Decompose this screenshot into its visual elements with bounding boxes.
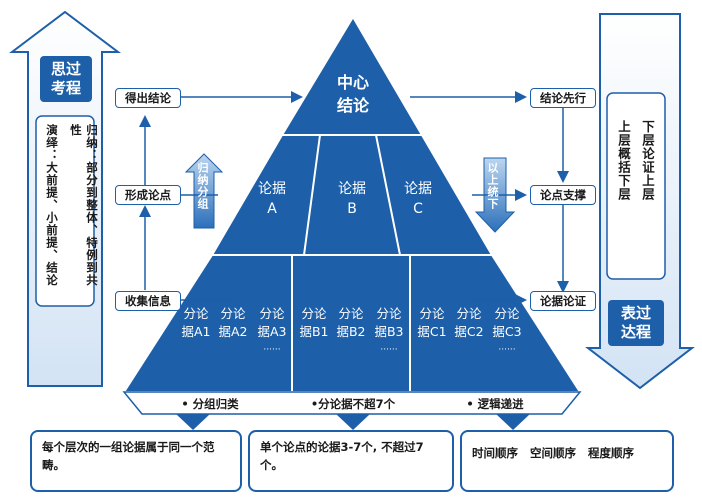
svg-text:据B2: 据B2 (336, 324, 365, 339)
arg-a-line2: A (267, 201, 277, 217)
svg-text:分论: 分论 (494, 306, 520, 321)
svg-text:分论: 分论 (301, 306, 327, 321)
svg-text:据C2: 据C2 (454, 324, 483, 339)
thinking-process-title: 思过考程 (40, 56, 92, 102)
svg-text:分论: 分论 (419, 306, 445, 321)
top-line2: 结论 (336, 96, 370, 115)
svg-text:据C1: 据C1 (417, 324, 446, 339)
lower-proves-upper-text: 下层论证上层 (640, 120, 655, 201)
bottom-box-count: 单个论点的论据3-7个, 不超过7个。 (248, 430, 454, 492)
svg-text:据B3: 据B3 (374, 324, 403, 339)
inner-down-label: 以上统下 (486, 162, 499, 210)
induction-text: 归纳：部分到整体、特例到共性 (69, 124, 99, 287)
svg-text:据A2: 据A2 (218, 324, 247, 339)
principle-3: • 逻辑递进 (466, 397, 524, 411)
inner-up-arrow (184, 153, 224, 229)
svg-text:分论: 分论 (259, 306, 285, 321)
step-draw-conclusion: 得出结论 (115, 88, 181, 108)
svg-text:······: ······ (263, 345, 280, 355)
step-form-argument: 形成论点 (115, 185, 181, 205)
bottom-box-category: 每个层次的一组论据属于同一个范畴。 (30, 430, 242, 492)
principle-1: • 分组归类 (181, 397, 239, 411)
top-line1: 中心 (337, 73, 369, 92)
arg-b-line1: 论据 (338, 181, 366, 197)
step-conclusion-first: 结论先行 (530, 88, 596, 108)
svg-text:······: ······ (380, 345, 397, 355)
svg-text:······: ······ (498, 345, 515, 355)
principles-strip (122, 391, 582, 415)
step-collect-info: 收集信息 (115, 291, 181, 311)
svg-text:据A3: 据A3 (257, 324, 286, 339)
svg-text:分论: 分论 (220, 306, 246, 321)
step-argument-support: 论点支撑 (530, 185, 596, 205)
arg-a-line1: 论据 (258, 181, 286, 197)
arg-c-line1: 论据 (404, 181, 432, 197)
inner-up-label: 归纳分组 (196, 162, 209, 210)
svg-text:据A1: 据A1 (181, 324, 210, 339)
arg-c-line2: C (413, 201, 423, 217)
svg-text:据B1: 据B1 (299, 324, 328, 339)
step-evidence-proof: 论据论证 (530, 291, 596, 311)
deduction-text: 演绎：大前提、小前提、结论 (45, 124, 59, 287)
svg-text:据C3: 据C3 (492, 324, 521, 339)
svg-text:分论: 分论 (338, 306, 364, 321)
svg-text:分论: 分论 (183, 306, 209, 321)
svg-text:分论: 分论 (376, 306, 402, 321)
arg-b-line2: B (347, 201, 357, 217)
bottom-box-order: 时间顺序 空间顺序 程度顺序 (460, 430, 674, 492)
upper-summarizes-lower-text: 上层概括下层 (616, 120, 631, 201)
svg-text:分论: 分论 (456, 306, 482, 321)
principle-2: •分论据不超7个 (311, 397, 396, 411)
expression-process-title: 表过达程 (608, 300, 664, 346)
